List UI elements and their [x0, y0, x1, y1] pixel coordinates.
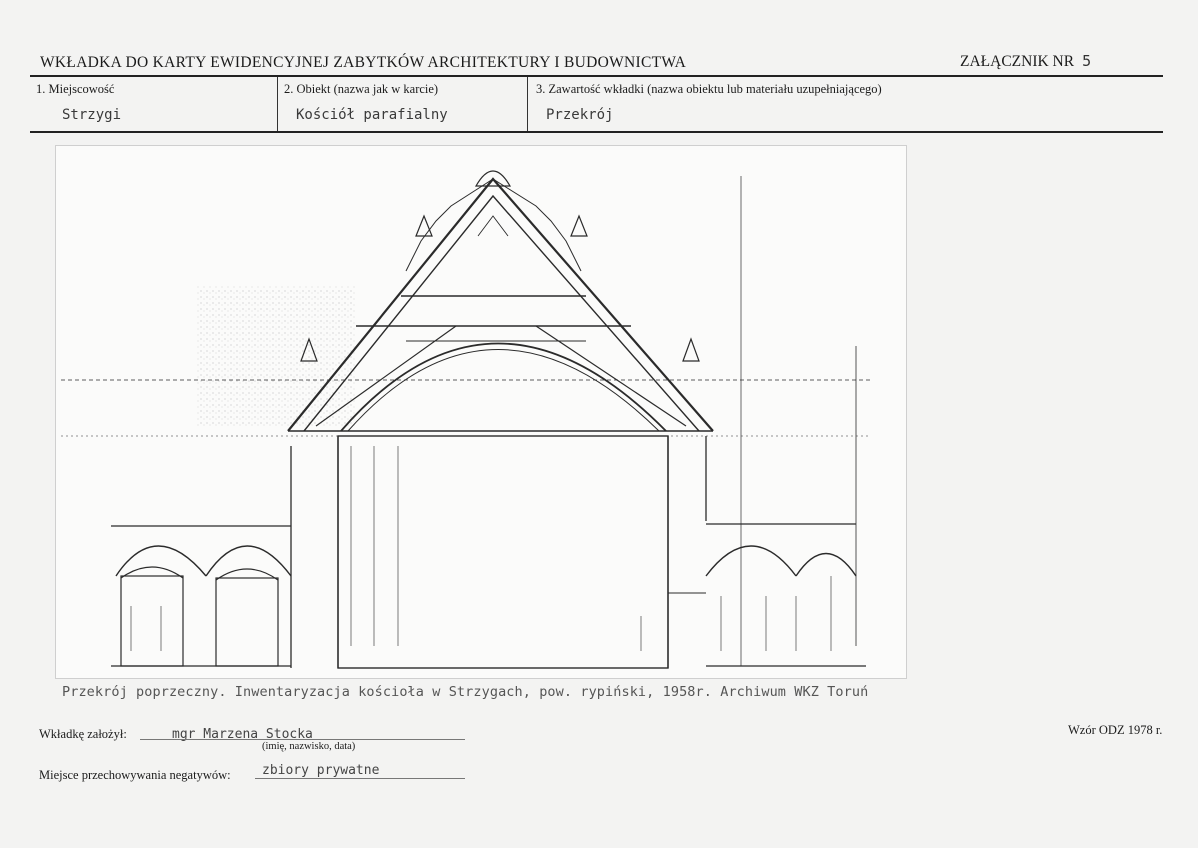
- pinnacle-left-2: [300, 337, 318, 362]
- annex-label: ZAŁĄCZNIK NR: [960, 53, 1075, 70]
- brace-left: [315, 325, 457, 427]
- annex-number: 5: [1082, 52, 1092, 70]
- pinnacle-right-2: [682, 337, 700, 362]
- left-window-2-arch: [215, 568, 279, 581]
- cross-section-drawing: [55, 145, 907, 679]
- locality-value: Strzygi: [62, 107, 122, 123]
- left-aisle-arch-1: [115, 545, 207, 577]
- negatives-storage-value: zbiory prywatne: [262, 763, 380, 778]
- inner-truss: [477, 215, 509, 237]
- field-divider-2: [527, 77, 528, 131]
- right-aisle-arch-2: [795, 552, 857, 577]
- gable-steps-left: [405, 178, 494, 272]
- negatives-storage-underline: [255, 778, 465, 779]
- form-template-version: Wzór ODZ 1978 r.: [1068, 723, 1163, 737]
- header-bottom-rule: [30, 131, 1163, 133]
- header-top-rule: [30, 75, 1163, 77]
- finial: [474, 170, 512, 187]
- locality-label: 1. Miejscowość: [36, 82, 115, 96]
- nave-section: [337, 435, 669, 669]
- brace-right: [535, 325, 687, 427]
- annex-heading: ZAŁĄCZNIK NR 5: [960, 52, 1091, 71]
- content-value: Przekrój: [546, 107, 614, 123]
- gable-steps-right: [492, 178, 582, 272]
- copy-noise-area: [196, 286, 356, 426]
- left-window-1-arch: [120, 566, 184, 579]
- object-value: Kościół parafialny: [296, 107, 448, 123]
- vault-arch: [340, 342, 667, 432]
- left-aisle-arch-2: [205, 545, 292, 577]
- pinnacle-left-1: [415, 214, 433, 237]
- right-aisle-arch-1: [705, 545, 797, 577]
- founded-by-value: mgr Marzena Stocka: [172, 727, 313, 742]
- content-label: 3. Zawartość wkładki (nazwa obiektu lub …: [536, 82, 882, 96]
- field-divider-1: [277, 77, 278, 131]
- negatives-storage-label: Miejsce przechowywania negatywów:: [39, 768, 231, 782]
- dimension-ticks: [130, 446, 832, 651]
- church-section-svg: [61, 170, 871, 669]
- founded-by-underline: [140, 739, 465, 740]
- founded-by-label: Wkładkę założył:: [39, 727, 127, 741]
- left-window-1: [120, 575, 184, 667]
- drawing-caption: Przekrój poprzeczny. Inwentaryzacja kośc…: [62, 684, 869, 700]
- left-window-2: [215, 577, 279, 667]
- pinnacle-right-1: [570, 214, 588, 237]
- roof-inner: [303, 194, 700, 432]
- vault-arch-inner: [347, 349, 660, 432]
- form-title: WKŁADKA DO KARTY EWIDENCYJNEJ ZABYTKÓW A…: [40, 54, 687, 71]
- founded-by-hint: (imię, nazwisko, data): [262, 741, 356, 752]
- object-label: 2. Obiekt (nazwa jak w karcie): [284, 82, 439, 96]
